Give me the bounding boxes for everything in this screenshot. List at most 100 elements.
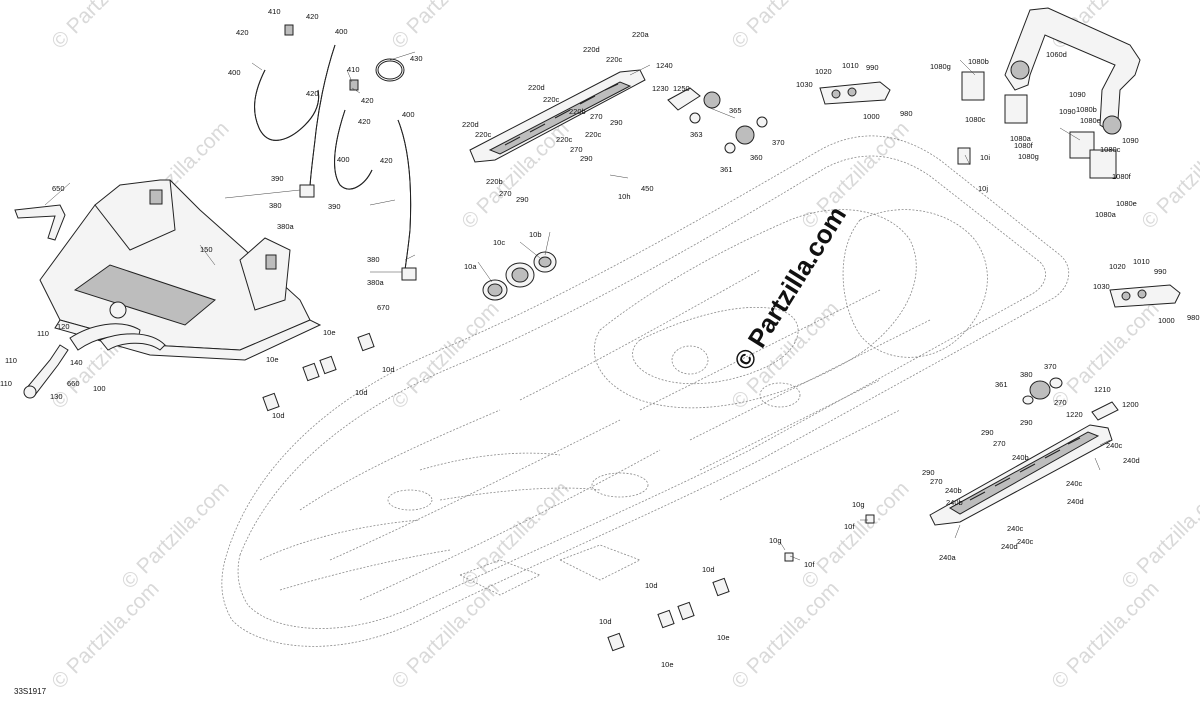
callout-label: 361	[995, 380, 1008, 389]
watermark: © Partzilla.com	[47, 577, 163, 693]
callout-label: 450	[641, 184, 654, 193]
vent-grille-icon	[469, 69, 646, 163]
callout-label: 1010	[842, 61, 859, 70]
callout-label: 10j	[978, 184, 988, 193]
callout-label: 1080b	[1076, 105, 1097, 114]
callout-label: 365	[729, 106, 742, 115]
callout-label: 400	[228, 68, 241, 77]
callout-label: 220b	[569, 107, 586, 116]
callout-label: 1080g	[1018, 152, 1039, 161]
callout-label: 10d	[599, 617, 612, 626]
callout-label: 240c	[1106, 441, 1123, 450]
watermark: © Partzilla.com	[387, 577, 503, 693]
watermark: © Partzilla.com	[1047, 577, 1163, 693]
callout-label: 1080e	[1116, 199, 1137, 208]
callout-label: 130	[50, 392, 63, 401]
callout-label: 240b	[1012, 453, 1029, 462]
fitting-icon	[482, 251, 557, 301]
callout-label: 240c	[1066, 479, 1083, 488]
callout-label: 10d	[355, 388, 368, 397]
callout-label: 1080g	[930, 62, 951, 71]
callout-label: 670	[377, 303, 390, 312]
callout-label: 10e	[323, 328, 336, 337]
watermark: © Partzilla.com	[1137, 117, 1200, 233]
callout-label: 110	[5, 356, 17, 365]
callout-label: 1060d	[1046, 50, 1067, 59]
callout-label: 1080b	[968, 57, 989, 66]
callout-label: 370	[1044, 362, 1057, 371]
callout-label: 110	[0, 379, 12, 388]
callout-label: 240c	[1007, 524, 1024, 533]
clip-icon	[262, 147, 971, 652]
callout-label: 10c	[493, 238, 505, 247]
callout-label: 1210	[1094, 385, 1111, 394]
watermark: © Partzilla.com	[727, 577, 843, 693]
callout-label: 220d	[462, 120, 479, 129]
callout-label: 1090	[1059, 107, 1076, 116]
callout-label: 380	[269, 201, 282, 210]
callout-label: 120	[57, 322, 70, 331]
callout-label: 1080a	[1010, 134, 1032, 143]
callout-label: 290	[516, 195, 529, 204]
callout-label: 1090	[1122, 136, 1139, 145]
callout-label: 1080a	[1095, 210, 1117, 219]
callout-label: 1030	[1093, 282, 1110, 291]
bracket-icon	[819, 81, 1181, 308]
callout-label: 10g	[769, 536, 782, 545]
grab-handle-icon	[14, 204, 66, 241]
callout-label: 10h	[618, 192, 631, 201]
callout-label: 420	[358, 117, 371, 126]
callout-label: 410	[268, 7, 281, 16]
watermark: © Partzilla.com	[1047, 297, 1163, 413]
callout-label: 220c	[556, 135, 573, 144]
callout-label: 10i	[980, 153, 990, 162]
watermark: © Partzilla.com	[1117, 477, 1200, 593]
callout-label: 10f	[804, 560, 815, 569]
callout-label: 1240	[656, 61, 673, 70]
callout-label: 400	[335, 27, 348, 36]
callout-label: 290	[1020, 418, 1033, 427]
callout-label: 220c	[585, 130, 602, 139]
callout-label: 380	[1020, 370, 1033, 379]
callout-label: 240c	[1017, 537, 1034, 546]
callout-label: 400	[337, 155, 350, 164]
callout-label: 270	[570, 145, 583, 154]
callout-label: 1020	[1109, 262, 1126, 271]
callout-label: 270	[930, 477, 943, 486]
callout-label: 420	[361, 96, 374, 105]
callout-label: 980	[900, 109, 913, 118]
watermark: © Partzilla.com	[727, 0, 843, 54]
callout-label: 980	[1187, 313, 1200, 322]
watermark: © Partzilla.com	[457, 477, 573, 593]
foot-rest-grip-icon	[929, 377, 1119, 526]
callout-label: 240b	[945, 486, 962, 495]
callout-label: 10e	[266, 355, 279, 364]
callout-label: 140	[70, 358, 83, 367]
callout-label: 100	[93, 384, 106, 393]
callout-label: 220b	[486, 177, 503, 186]
leader-lines	[44, 51, 1111, 561]
callout-label: 270	[590, 112, 603, 121]
callout-label: 380	[367, 255, 380, 264]
callout-label: 363	[690, 130, 703, 139]
callout-label: 400	[402, 110, 415, 119]
callout-label: 240d	[1067, 497, 1084, 506]
callout-label: 390	[328, 202, 341, 211]
callout-label: 220c	[475, 130, 492, 139]
callout-label: 240a	[939, 553, 957, 562]
callout-label: 1250	[673, 84, 690, 93]
callout-label: 240b	[946, 498, 963, 507]
diagram-code: 33S1917	[14, 687, 47, 696]
hull-outline-icon	[221, 135, 1069, 647]
callout-label: 390	[271, 174, 284, 183]
callout-label: 1080f	[1014, 141, 1034, 150]
callout-label: 10f	[844, 522, 855, 531]
callout-label: 380a	[277, 222, 295, 231]
watermark: © Partzilla.com	[797, 117, 913, 233]
callout-label: 1010	[1133, 257, 1150, 266]
watermark: © Partzilla.com	[797, 477, 913, 593]
callout-label: 1020	[815, 67, 832, 76]
callout-label: 10d	[272, 411, 285, 420]
callout-label: 270	[1054, 398, 1067, 407]
